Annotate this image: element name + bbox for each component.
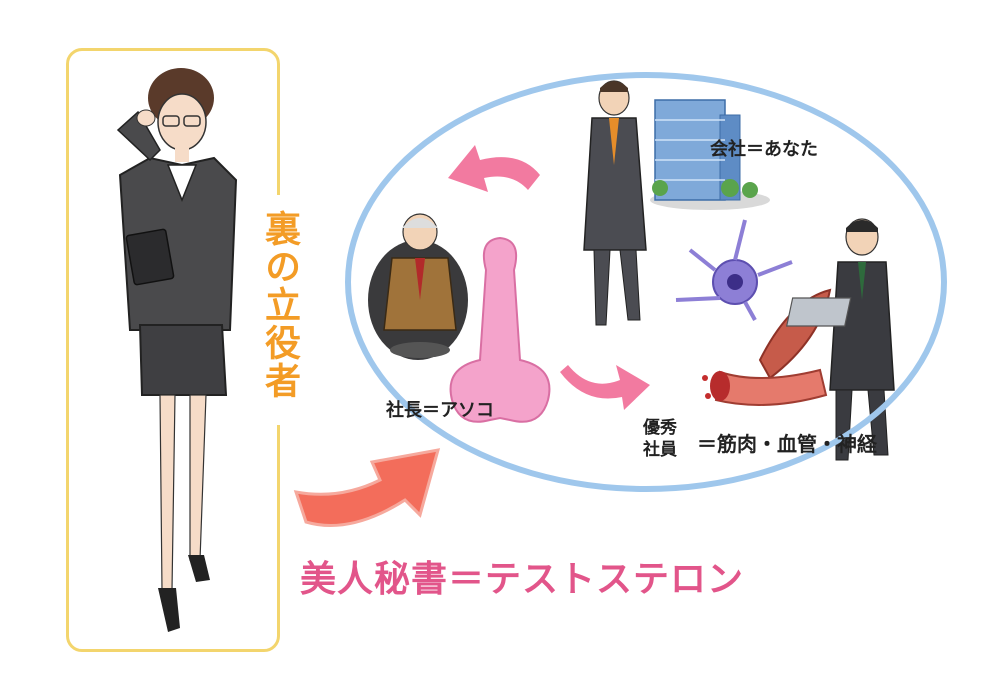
secretary-illustration	[116, 68, 238, 632]
label-employee-line2: 社員	[643, 440, 677, 460]
caption-secretary: 美人秘書＝テストステロン	[300, 558, 745, 600]
relationship-oval	[345, 72, 947, 492]
label-company: 会社＝あなた	[710, 139, 818, 160]
label-employee-value: ＝筋肉・血管・神経	[697, 432, 877, 456]
vertical-title: 裏の立役者	[259, 210, 301, 400]
frame-gap	[264, 195, 304, 425]
arrow-coral-large	[293, 448, 441, 528]
label-president: 社長＝アソコ	[386, 400, 494, 421]
label-employee-line1: 優秀	[643, 418, 677, 438]
left-frame	[66, 48, 280, 652]
